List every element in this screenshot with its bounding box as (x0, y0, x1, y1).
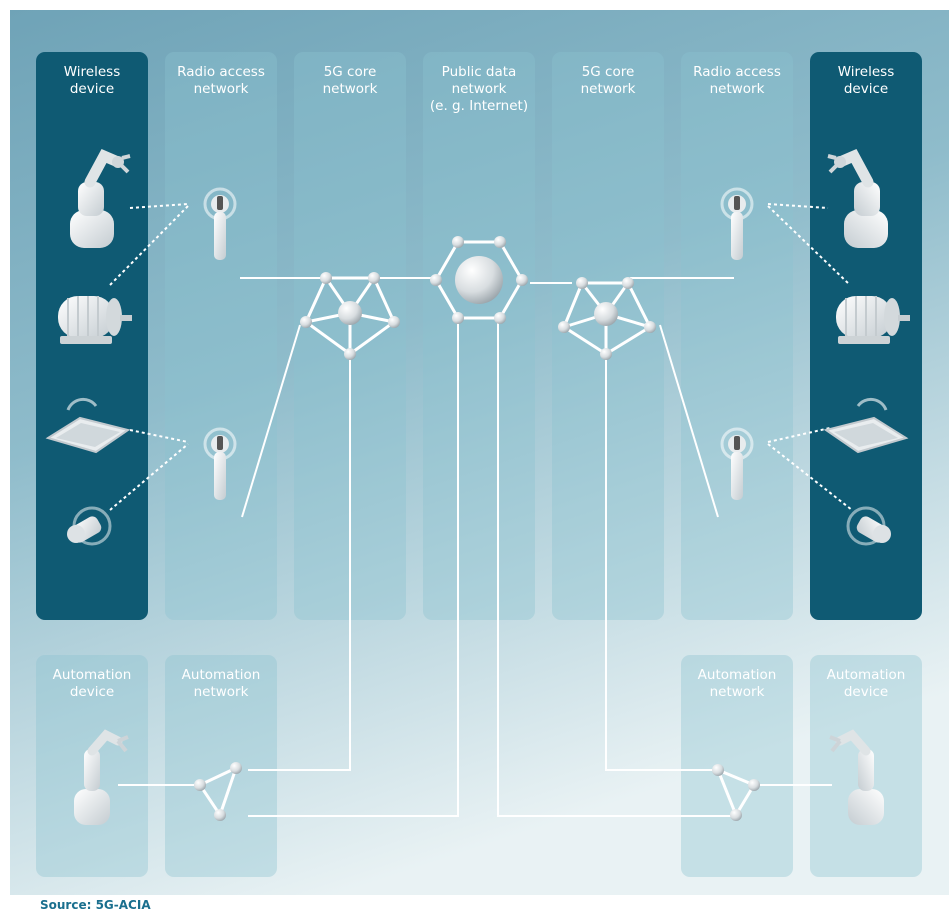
title-core-right: 5G core network (580, 64, 636, 97)
title-ran-left: Radio access network (177, 64, 265, 97)
title-wireless-device-right: Wireless device (837, 64, 895, 97)
panel-core-right: 5G core network (552, 52, 664, 620)
panel-ran-right: Radio access network (681, 52, 793, 620)
title-automation-network-left: Automation network (181, 667, 261, 700)
antenna-icon-left-bottom (203, 427, 237, 502)
motor-icon-right (835, 295, 911, 345)
sensor-icon-right (846, 506, 893, 547)
automation-network-icon-right (712, 764, 760, 821)
title-ran-right: Radio access network (693, 64, 781, 97)
antenna-icon-right-bottom (720, 427, 754, 502)
panel-automation-network-left: Automation network (165, 655, 277, 877)
wireless-links (109, 203, 853, 511)
antenna-icon-right-top (720, 187, 754, 262)
source-caption: Source: 5G-ACIA (40, 898, 151, 912)
panel-automation-network-right: Automation network (681, 655, 793, 877)
title-wireless-device-left: Wireless device (63, 64, 121, 97)
robot-arm-icon-automation-right (830, 735, 884, 825)
robot-arm-icon-right (828, 156, 888, 248)
title-automation-device-right: Automation device (826, 667, 906, 700)
core-network-node-icon-left (300, 272, 400, 360)
tablet-icon-left (46, 397, 130, 454)
panel-public-data-network: Public data network (e. g. Internet) (423, 52, 535, 620)
title-core-left: 5G core network (322, 64, 378, 97)
title-automation-network-right: Automation network (697, 667, 777, 700)
internet-node-icon (430, 236, 528, 324)
antenna-icon-left-top (203, 187, 237, 262)
core-network-node-icon-right (558, 277, 656, 360)
robot-arm-icon-automation-left (74, 735, 128, 825)
panel-automation-device-left: Automation device (36, 655, 148, 877)
automation-network-icon-left (194, 762, 242, 821)
robot-arm-icon-left (70, 156, 130, 248)
title-automation-device-left: Automation device (52, 667, 132, 700)
sensor-icon-left (65, 506, 112, 547)
tablet-icon-right (824, 397, 908, 454)
connections (118, 277, 832, 817)
title-public-data-network: Public data network (e. g. Internet) (429, 64, 529, 114)
panel-ran-left: Radio access network (165, 52, 277, 620)
motor-icon-left (57, 295, 133, 345)
